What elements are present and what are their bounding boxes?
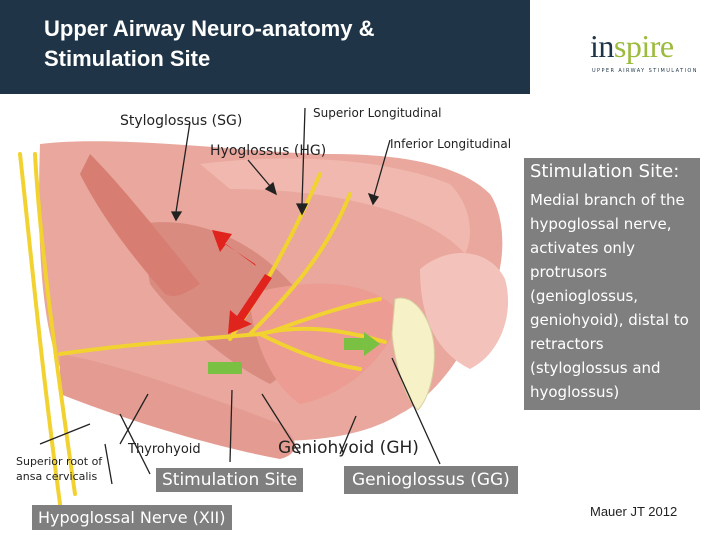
label-stimulation-site: Stimulation Site (156, 468, 304, 492)
green-arrow-protrusion (344, 332, 380, 356)
stimulation-panel-body: Medial branch of the hypoglossal nerve, … (530, 191, 689, 401)
label-superior-root-ansa-cervicalis: Superior root of ansa cervicalis (16, 454, 102, 484)
stimulation-panel-heading: Stimulation Site: (530, 161, 680, 182)
stimulation-site-panel: Stimulation Site: Medial branch of the h… (524, 158, 700, 410)
slide-header: Upper Airway Neuro-anatomy & Stimulation… (0, 0, 720, 94)
label-geniohyoid: Geniohyoid (GH) (278, 438, 419, 458)
label-inferior-longitudinal: Inferior Longitudinal (390, 137, 512, 151)
red-arrow-upper (212, 230, 256, 266)
label-styloglossus: Styloglossus (SG) (120, 113, 243, 129)
label-superior-longitudinal: Superior Longitudinal (313, 106, 442, 120)
hyoid-area (60, 354, 295, 459)
label-hypoglossal-nerve: Hypoglossal Nerve (XII) (32, 505, 232, 530)
genioglossus-muscle (250, 283, 400, 404)
label-hyoglossus: Hyoglossus (HG) (210, 143, 327, 159)
styloglossus-muscle (80, 154, 200, 296)
label-superior-root-line-1: Superior root of (16, 455, 103, 468)
green-protrusor-arrows (208, 332, 380, 374)
citation: Mauer JT 2012 (590, 504, 678, 519)
slide-title: Upper Airway Neuro-anatomy & Stimulation… (44, 14, 514, 74)
label-thyrohyoid: Thyrohyoid (128, 442, 201, 457)
red-arrow-lower (228, 274, 272, 334)
logo-wordmark-a: in (590, 28, 614, 64)
slide-title-line-2: Stimulation Site (44, 46, 211, 71)
red-retractor-arrows (212, 230, 272, 334)
green-bar-stimulation (208, 362, 242, 374)
inspire-logo: inspire UPPER AIRWAY STIMULATION (590, 28, 706, 78)
logo-wordmark-b: spire (613, 28, 674, 64)
chin-tissue (420, 252, 509, 369)
slide-title-line-1: Upper Airway Neuro-anatomy & (44, 16, 375, 41)
logo-tagline: UPPER AIRWAY STIMULATION (592, 68, 698, 74)
title-band: Upper Airway Neuro-anatomy & Stimulation… (0, 0, 530, 94)
pointer-lines (39, 107, 441, 485)
label-genioglossus: Genioglossus (GG) (344, 466, 518, 494)
label-superior-root-line-2: ansa cervicalis (16, 470, 98, 483)
logo-wordmark: inspire (590, 28, 674, 65)
